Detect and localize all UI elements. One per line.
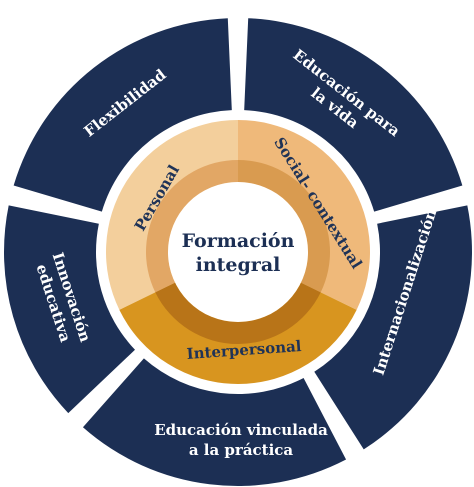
center-title-line2: integral (196, 254, 281, 276)
outer-segment-innovacion-educativa (4, 205, 135, 414)
center-title-line1: Formación (182, 230, 295, 252)
label-educacion-vinculada-line1: Educación vinculada (154, 421, 328, 439)
outer-segment-flexibilidad (13, 18, 232, 212)
band-interpersonal (155, 282, 321, 345)
band-social-contextual (238, 160, 331, 293)
band-personal (145, 160, 238, 293)
outer-segment-educacion-vinculada (82, 358, 347, 487)
outer-segment-educacion-para-la-vida (244, 18, 463, 212)
center-circle (168, 182, 308, 322)
label-educacion-vinculada-line2: a la práctica (189, 441, 294, 459)
outer-segment-internacionalizacion (314, 205, 472, 450)
